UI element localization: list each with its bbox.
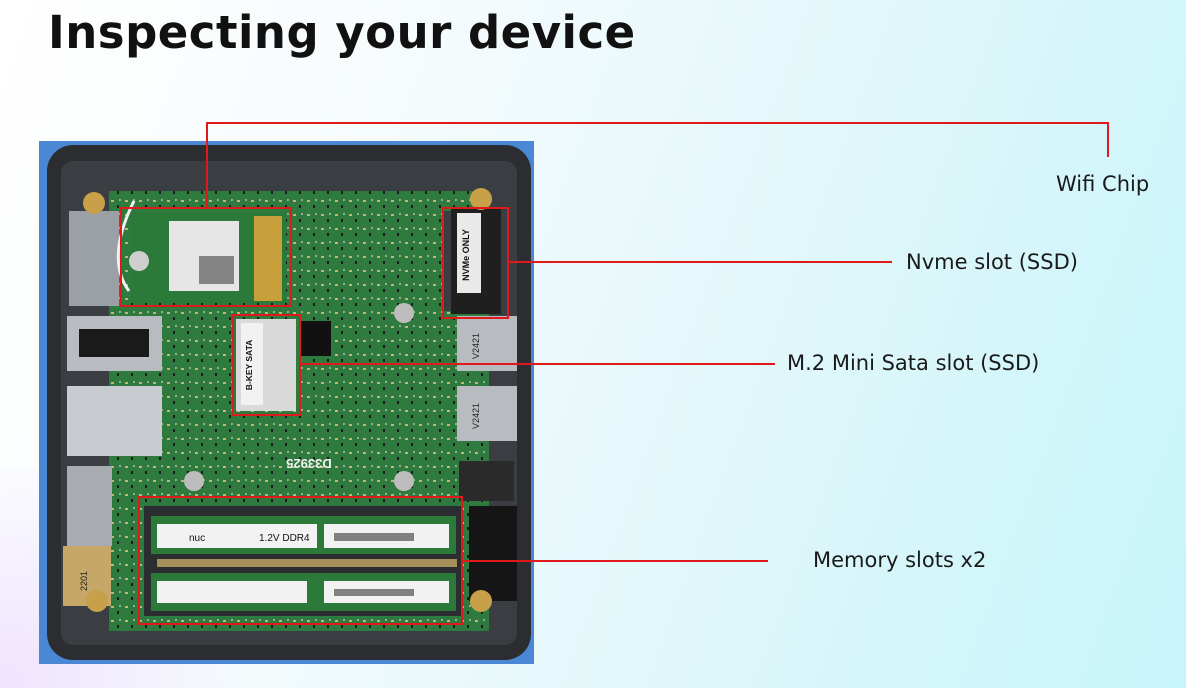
conn-label-2201: 2201 [79, 571, 89, 591]
callout-memory-slots: Memory slots x2 [813, 548, 987, 572]
ethernet-port [67, 386, 162, 456]
ram-brand-label: nuc [189, 533, 205, 544]
callout-wifi-chip: Wifi Chip [1056, 172, 1150, 196]
screw-top-right [470, 188, 492, 210]
usb-c-stack [469, 506, 517, 601]
audio-jack [459, 461, 514, 501]
usb-port-right-2 [457, 386, 517, 441]
screw-bottom-right [470, 590, 492, 612]
usb-port-right-1 [457, 316, 517, 371]
screw-bottom-left [86, 590, 108, 612]
motherboard-photo: 2201 V2421 V2421 NVMe ONLY B-KEY SATA D3… [39, 141, 534, 664]
nvme-slot-label: NVMe ONLY [461, 229, 471, 281]
board-marking: D33925 [286, 456, 332, 471]
antenna-port [69, 211, 119, 306]
slide-title: Inspecting your device [48, 6, 636, 59]
conn-label-v2421-b: V2421 [471, 403, 481, 429]
hdmi-port [67, 466, 112, 546]
callout-sata-slot: M.2 Mini Sata slot (SSD) [787, 351, 1040, 375]
wifi-m2-slot [254, 216, 282, 301]
screw-top-left [83, 192, 105, 214]
sata-slot-label: B-KEY SATA [244, 340, 254, 391]
callout-nvme-slot: Nvme slot (SSD) [906, 250, 1078, 274]
conn-label-v2421-a: V2421 [471, 333, 481, 359]
ram-spec-label: 1.2V DDR4 [259, 533, 310, 544]
